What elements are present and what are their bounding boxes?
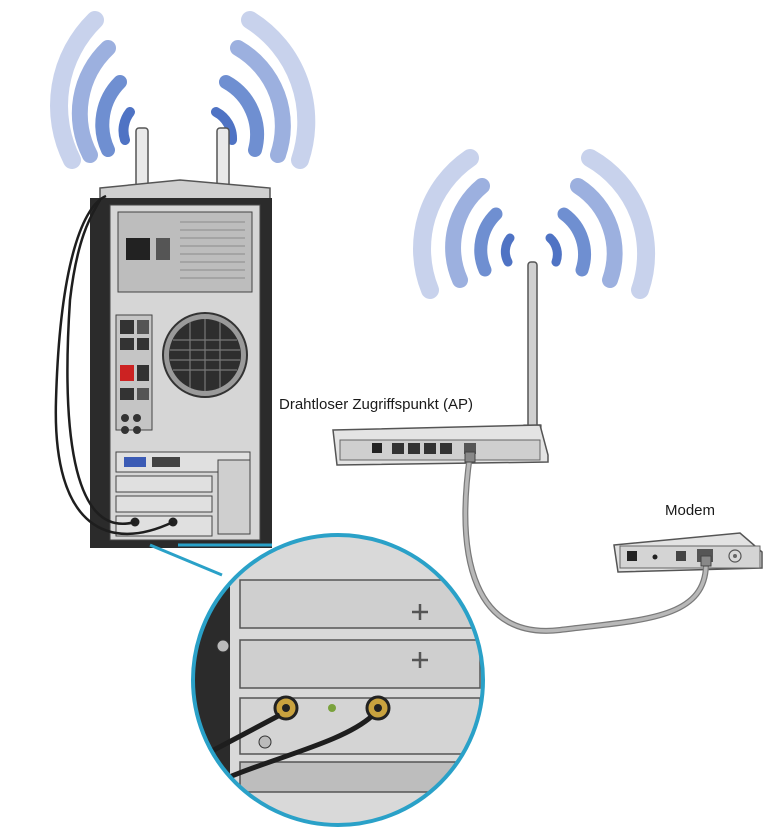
modem-icon xyxy=(613,532,763,573)
antenna-cables xyxy=(54,194,174,536)
wireless-router-icon xyxy=(332,261,549,466)
modem-label: Modem xyxy=(665,502,716,519)
ap-wifi-signal-icon xyxy=(413,149,656,299)
ethernet-cable xyxy=(462,451,712,634)
zoom-callout xyxy=(149,533,485,827)
desktop-tower-icon xyxy=(90,198,272,548)
pc-wifi-signal-icon xyxy=(50,11,316,169)
access-point-label: Drahtloser Zugriffspunkt (AP) xyxy=(279,396,473,413)
